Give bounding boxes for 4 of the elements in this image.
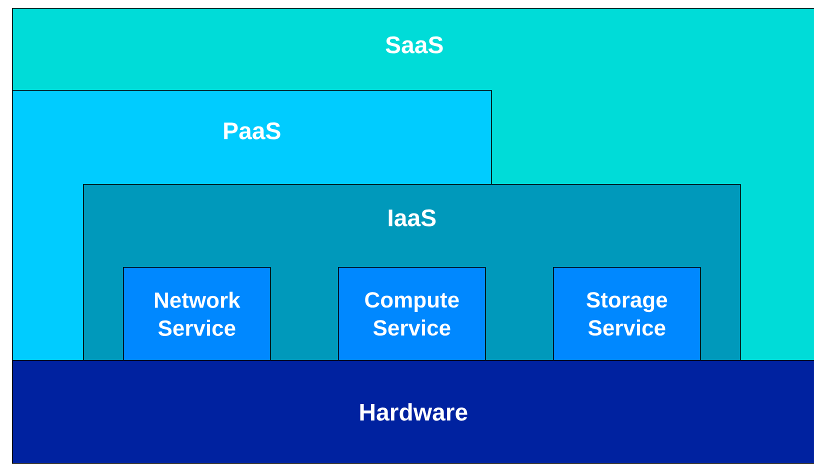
service-box: Compute Service — [338, 267, 486, 361]
hardware-box: Hardware — [12, 360, 814, 464]
service-box: Storage Service — [553, 267, 701, 361]
service-box: Network Service — [123, 267, 271, 361]
